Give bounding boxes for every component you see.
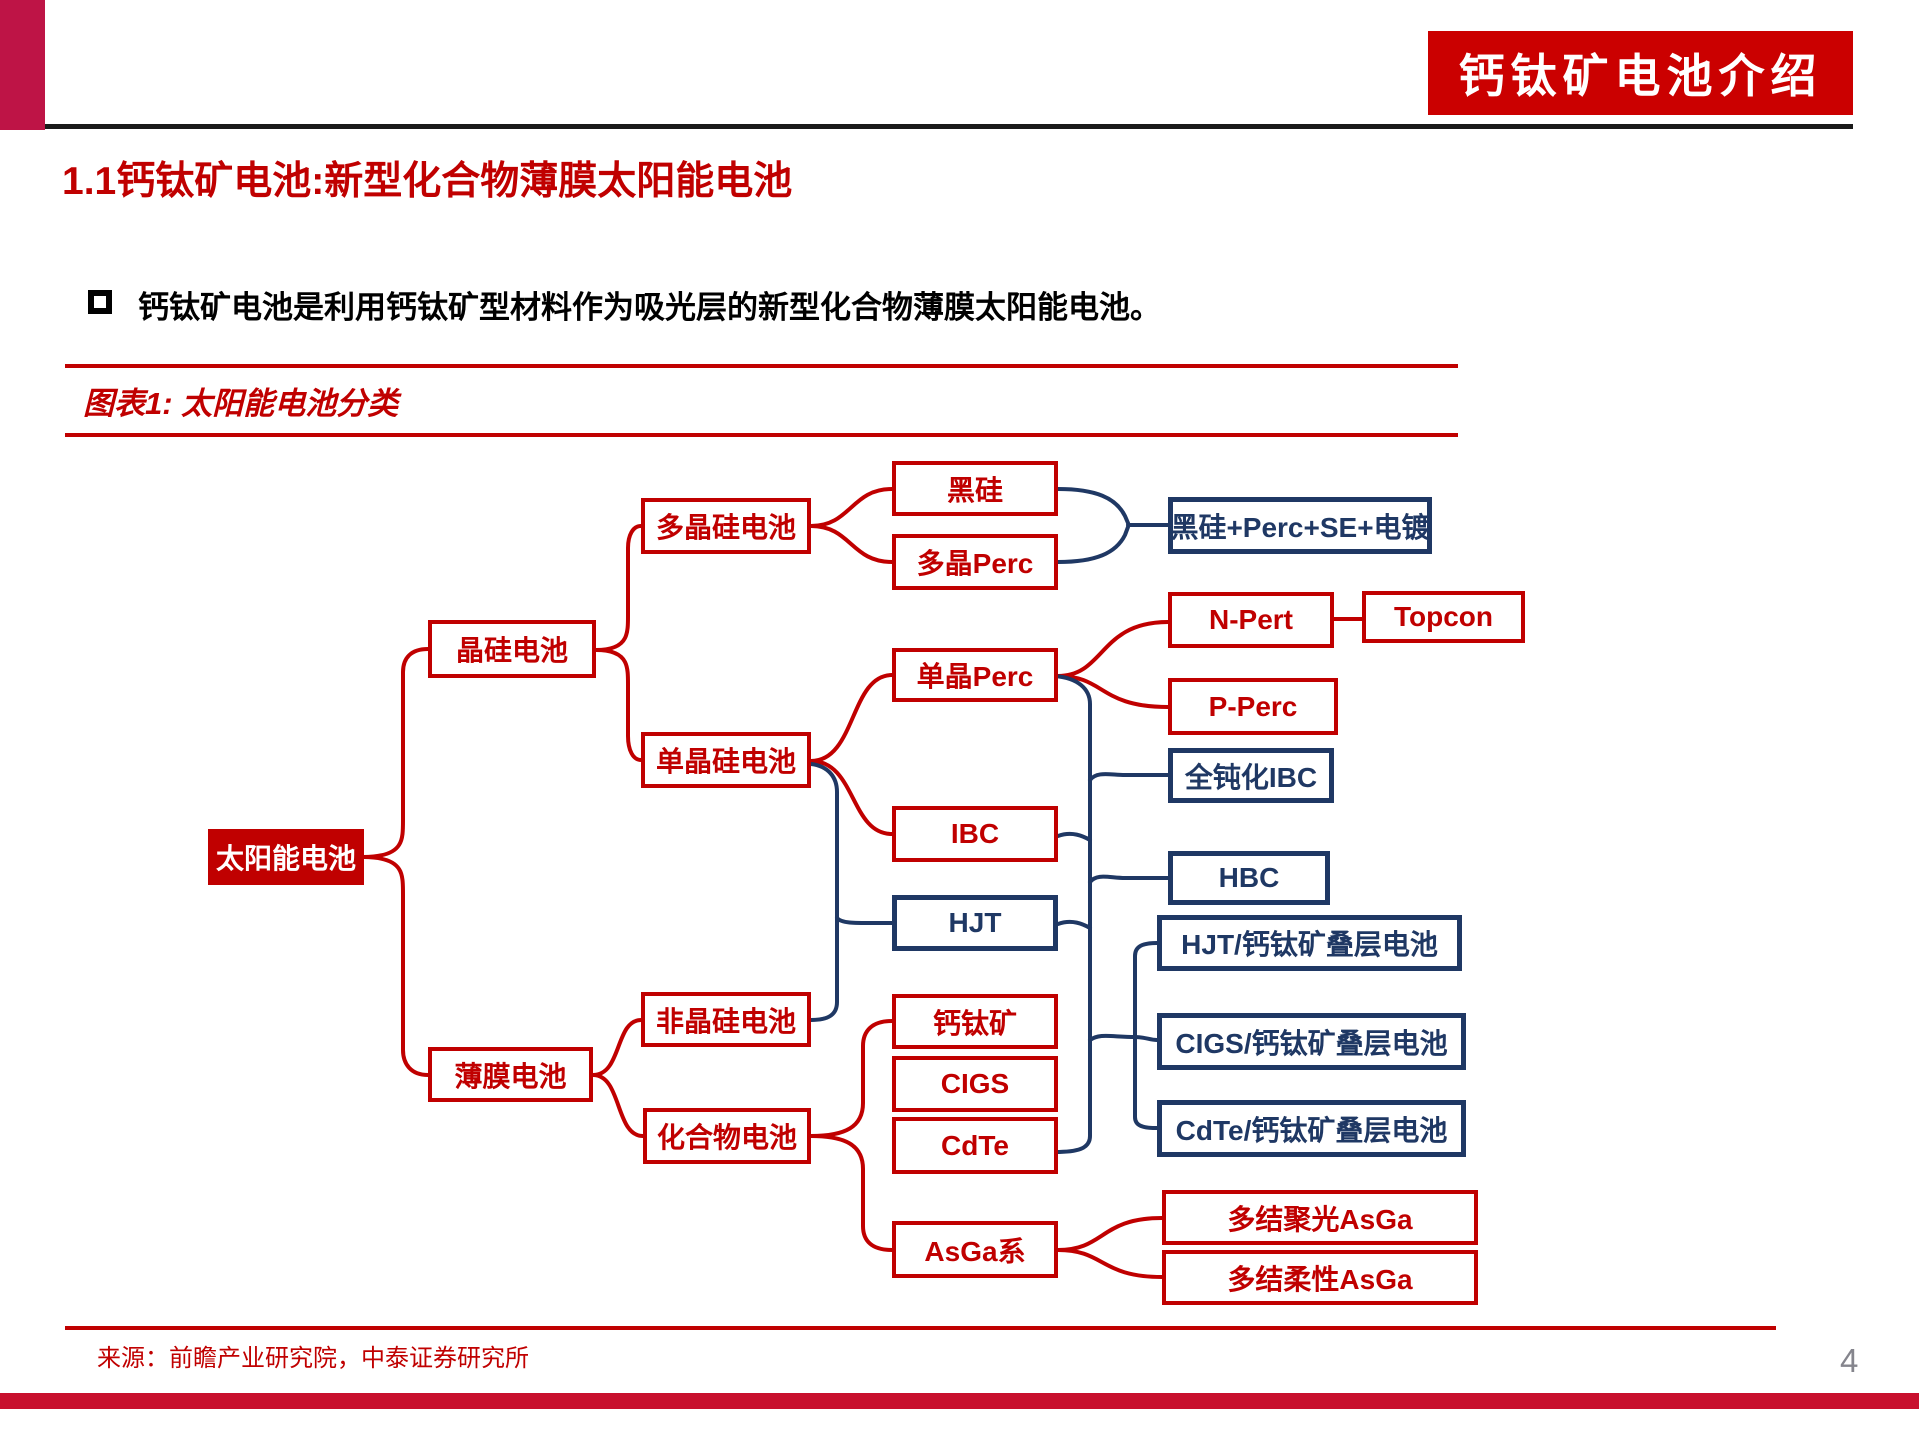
edge-danjinggui-hjt-feijinggui	[809, 762, 839, 1022]
edge-root-jingui	[361, 647, 430, 859]
tree-node-juguang: 多结聚光AsGa	[1162, 1190, 1478, 1245]
edge-danjingperc-pperc	[1056, 674, 1170, 709]
edge-rail2-cdtestack	[1133, 1035, 1159, 1130]
tree-node-pperc: P-Perc	[1168, 678, 1338, 735]
tree-node-topcon: Topcon	[1362, 591, 1525, 643]
tree-node-heigui: 黑硅	[892, 461, 1058, 516]
edge-rail1-rail2	[1088, 1033, 1137, 1042]
chapter-banner-label: 钙钛矿电池介绍	[1458, 50, 1823, 102]
tree-node-cigs: CIGS	[892, 1056, 1058, 1112]
tree-node-cdte_stack: CdTe/钙钛矿叠层电池	[1157, 1100, 1466, 1157]
figure-rule-top	[65, 364, 1458, 368]
edge-huahewu-gaitaikuang	[809, 1019, 894, 1138]
tree-node-npert: N-Pert	[1168, 592, 1334, 648]
edge-huahewu-asga	[809, 1134, 894, 1252]
edge-hjt-rail1	[1056, 919, 1092, 930]
edge-bomo-huahewu	[591, 1073, 645, 1138]
tree-node-jingui: 晶硅电池	[428, 620, 596, 678]
tree-node-bomo: 薄膜电池	[428, 1047, 593, 1102]
tree-node-danjingperc: 单晶Perc	[892, 648, 1058, 702]
tree-node-rouxing: 多结柔性AsGa	[1162, 1250, 1478, 1305]
figure-label: 图表1: 太阳能电池分类	[83, 386, 399, 421]
tree-node-cdte: CdTe	[892, 1117, 1058, 1174]
header-divider-line	[45, 124, 1853, 129]
edge-asga-rouxing	[1056, 1248, 1164, 1279]
chapter-banner: 钙钛矿电池介绍	[1428, 31, 1853, 115]
source-divider-line	[65, 1326, 1776, 1330]
tree-node-heigui_perc: 黑硅+Perc+SE+电镀	[1168, 497, 1432, 554]
edge-root-bomo	[361, 855, 430, 1077]
tree-node-quandunhua: 全钝化IBC	[1168, 748, 1334, 803]
edge-hjt-branch	[835, 916, 894, 926]
tree-node-feijinggui: 非晶硅电池	[641, 992, 811, 1047]
tree-node-duojingperc: 多晶Perc	[892, 534, 1058, 590]
corner-accent-block	[0, 0, 45, 130]
edge-rail1-spine	[1053, 674, 1092, 1154]
tree-node-root: 太阳能电池	[208, 829, 364, 885]
bullet-row: 钙钛矿电池是利用钙钛矿型材料作为吸光层的新型化合物薄膜太阳能电池。	[88, 282, 1161, 327]
source-text: 来源：前瞻产业研究院，中泰证券研究所	[97, 1345, 529, 1372]
tree-node-gaitaikuang: 钙钛矿	[892, 994, 1058, 1049]
tree-node-hjt: HJT	[892, 895, 1058, 951]
edge-rail2-cigsstack	[1133, 1035, 1159, 1042]
tree-node-hjt_stack: HJT/钙钛矿叠层电池	[1157, 915, 1462, 971]
edge-ibc-rail1	[1056, 831, 1092, 842]
edge-duojinggui-duojingperc	[809, 524, 894, 564]
edge-rail1-quandunhua	[1088, 772, 1170, 782]
edge-rail2-hjtstack	[1133, 941, 1159, 1039]
tree-node-hbc: HBC	[1168, 851, 1330, 905]
page-number: 4	[1840, 1342, 1859, 1379]
edge-jingui-danjinggui	[594, 648, 643, 762]
bottom-accent-bar	[0, 1393, 1919, 1409]
edge-asga-juguang	[1056, 1216, 1164, 1252]
figure-rule-bottom	[65, 433, 1458, 437]
tree-node-huahewu: 化合物电池	[643, 1108, 811, 1164]
edge-jingui-duojinggui	[594, 524, 643, 652]
tree-node-danjinggui: 单晶硅电池	[641, 732, 811, 788]
section-title: 1.1钙钛矿电池:新型化合物薄膜太阳能电池	[62, 160, 793, 203]
tree-node-ibc: IBC	[892, 806, 1058, 862]
bullet-square-icon	[88, 290, 112, 314]
edge-duojingperc-merge	[1056, 525, 1130, 564]
tree-node-cigs_stack: CIGS/钙钛矿叠层电池	[1157, 1013, 1466, 1070]
edge-danjinggui-ibc	[809, 759, 894, 836]
edge-bomo-feijinggui	[591, 1018, 643, 1077]
edge-danjingperc-npert	[1056, 620, 1170, 678]
tree-node-asga: AsGa系	[892, 1221, 1058, 1278]
bullet-text: 钙钛矿电池是利用钙钛矿型材料作为吸光层的新型化合物薄膜太阳能电池。	[138, 290, 1161, 325]
tree-node-duojinggui: 多晶硅电池	[641, 498, 811, 554]
edge-danjinggui-danjingperc	[809, 673, 894, 763]
edge-duojinggui-heigui	[809, 487, 894, 528]
edge-heigui-merge	[1056, 487, 1130, 525]
edge-rail1-hbc	[1088, 874, 1170, 884]
